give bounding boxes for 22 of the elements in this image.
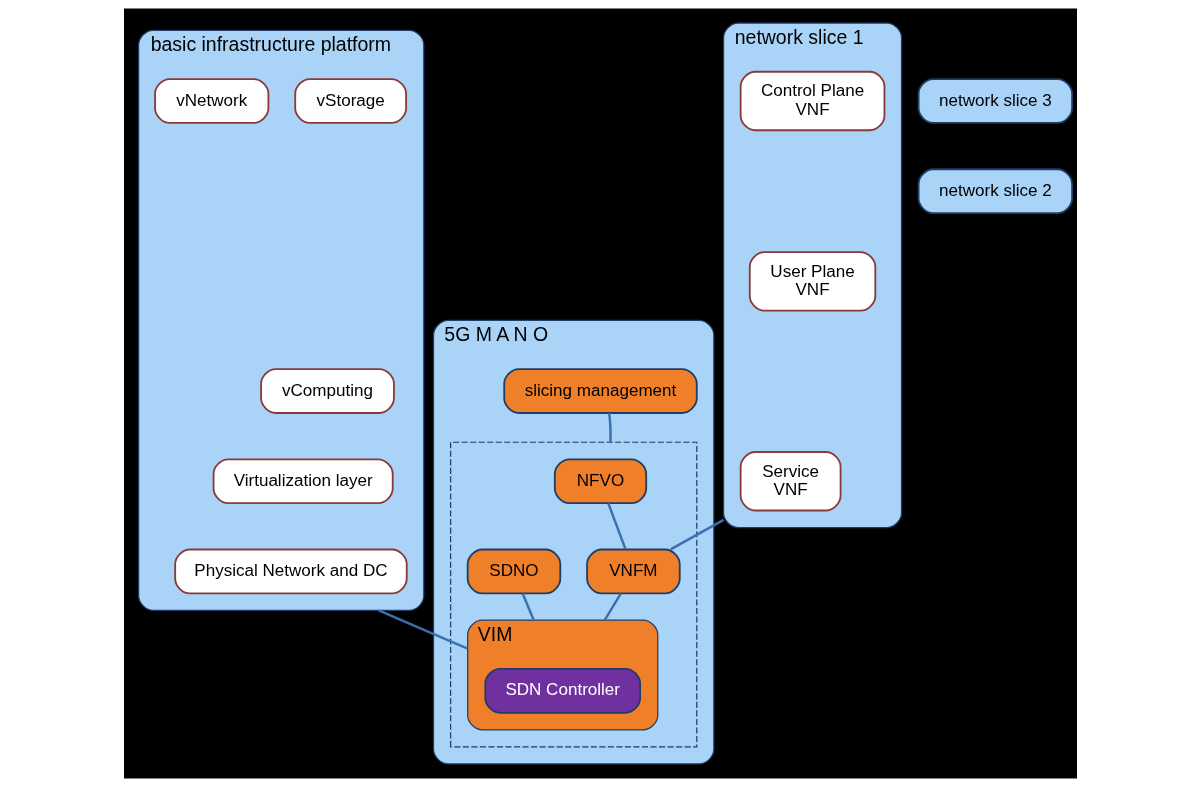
connector bbox=[603, 592, 622, 621]
connector bbox=[608, 412, 612, 443]
node-box: Virtualization layer bbox=[212, 458, 394, 505]
node-box: VNFM bbox=[586, 548, 681, 595]
connector bbox=[521, 593, 535, 621]
node-box: SDN Controller bbox=[484, 668, 642, 714]
cluster bbox=[450, 441, 698, 748]
node-box: NFVO bbox=[553, 458, 648, 505]
node-box: Control Plane VNF bbox=[739, 70, 886, 132]
node-box: vStorage bbox=[294, 78, 408, 124]
node-box: vNetwork bbox=[154, 78, 270, 124]
node-box: SDNO bbox=[466, 548, 562, 595]
node-box: slicing management bbox=[503, 368, 698, 414]
connector bbox=[670, 518, 725, 551]
connector bbox=[378, 609, 469, 650]
node-box: Physical Network and DC bbox=[174, 548, 408, 595]
node-box: User Plane VNF bbox=[748, 251, 877, 312]
node-box: network slice 2 bbox=[917, 168, 1074, 215]
node-box: Service VNF bbox=[739, 451, 842, 512]
node-box: vComputing bbox=[260, 368, 395, 414]
connector bbox=[607, 502, 627, 550]
node-box: network slice 3 bbox=[917, 78, 1074, 124]
